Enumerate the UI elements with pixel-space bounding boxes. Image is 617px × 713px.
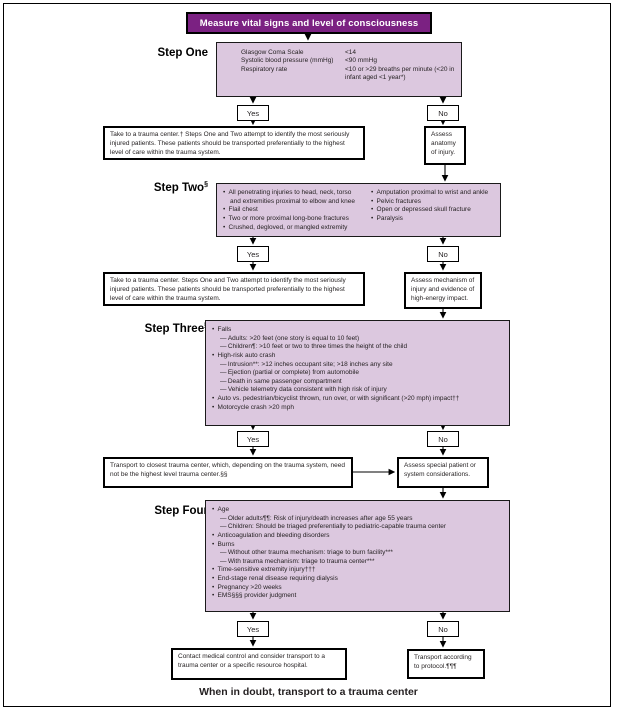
page-border [3,3,611,707]
criterion-value: <14 [345,49,357,56]
criteria-item: Death in same passenger compartment [220,378,503,387]
criteria-item: Vehicle telemetry data consistent with h… [220,386,503,395]
step-two-yes-box: Yes [237,246,269,262]
criteria-item: EMS§§§ provider judgment [212,592,503,601]
criterion-name: Glasgow Coma Scale [241,49,304,56]
step-one-yes-box: Yes [237,105,269,121]
criteria-item: End-stage renal disease requiring dialys… [212,575,503,584]
step-one-label: Step One [55,46,208,59]
step-one-yes-outcome: Take to a trauma center.† Steps One and … [103,126,365,160]
step-three-no-outcome: Assess special patient or system conside… [397,457,489,488]
criteria-item: Amputation proximal to wrist and ankle [371,189,496,198]
step-four-label: Step Four [55,504,208,517]
criteria-item: With trauma mechanism: triage to trauma … [220,558,503,567]
criteria-item: Pregnancy >20 weeks [212,584,503,593]
criteria-item: Children¶: >10 feet or two to three time… [220,343,503,352]
step-four-no-outcome: Transport according to protocol.¶¶¶ [407,649,485,679]
criteria-item: Two or more proximal long-bone fractures [223,215,363,224]
step-three-criteria-box: Falls Adults: >20 feet (one story is equ… [205,320,510,426]
criterion-name: Respiratory rate [241,65,288,73]
criteria-item: Anticoagulation and bleeding disorders [212,532,503,541]
step-two-label-text: Step Two [153,181,205,194]
criteria-item: Older adults¶¶: Risk of injury/death inc… [220,515,503,524]
criteria-item: Crushed, degloved, or mangled extremity [223,224,363,233]
step-two-label: Step Two§ [55,181,208,194]
criteria-item: Burns [212,541,503,550]
criteria-item: Intrusion**: >12 inches occupant site; >… [220,361,503,370]
criteria-item: High-risk auto crash [212,352,503,361]
criterion-name: Systolic blood pressure (mmHg) [241,57,334,65]
criteria-item: Auto vs. pedestrian/bicyclist thrown, ru… [212,395,503,404]
footer-note: When in doubt, transport to a trauma cen… [199,686,418,698]
criteria-item: Open or depressed skull fracture [371,206,496,215]
step-two-no-box: No [427,246,459,262]
step-two-footnote-mark: § [204,181,208,188]
title-banner: Measure vital signs and level of conscio… [186,12,432,34]
step-three-label-text: Step Three [144,322,205,335]
step-one-criteria-box: Glasgow Coma Scale <14 Systolic blood pr… [216,42,462,97]
step-three-yes-outcome: Transport to closest trauma center, whic… [103,457,353,488]
step-three-no-box: No [427,431,459,447]
step-two-criteria-box: All penetrating injuries to head, neck, … [216,183,501,237]
criteria-item: Flail chest [223,206,363,215]
step-two-right-column: Amputation proximal to wrist and ankle P… [363,189,496,232]
step-four-yes-box: Yes [237,621,269,637]
step-four-no-box: No [427,621,459,637]
criteria-item: Pelvic fractures [371,198,496,207]
step-four-criteria-box: Age Older adults¶¶: Risk of injury/death… [205,500,510,612]
criteria-item: Paralysis [371,215,496,224]
criterion-value: <10 or >29 breaths per minute (<20 in in… [345,65,455,82]
criteria-item: Falls [212,326,503,335]
step-two-left-column: All penetrating injuries to head, neck, … [223,189,363,232]
criteria-item: Time-sensitive extremity injury††† [212,566,503,575]
step-one-no-box: No [427,105,459,121]
criteria-item: Without other trauma mechanism: triage t… [220,549,503,558]
step-one-no-outcome: Assess anatomy of injury. [424,126,466,165]
step-four-label-text: Step Four [154,504,208,517]
criteria-item: Children: Should be triaged preferential… [220,523,503,532]
step-one-criteria-table: Glasgow Coma Scale <14 Systolic blood pr… [217,43,461,83]
step-three-label: Step Three§ [55,322,208,335]
criteria-item: All penetrating injuries to head, neck, … [223,189,363,206]
step-two-yes-outcome: Take to a trauma center. Steps One and T… [103,272,365,306]
step-four-yes-outcome: Contact medical control and consider tra… [171,648,347,680]
criteria-item: Ejection (partial or complete) from auto… [220,369,503,378]
criterion-value: <90 mmHg [345,57,377,65]
step-one-label-text: Step One [157,46,208,59]
step-two-no-outcome: Assess mechanism of injury and evidence … [404,272,482,309]
criteria-item: Adults: >20 feet (one story is equal to … [220,335,503,344]
criteria-item: Motorcycle crash >20 mph [212,404,503,413]
step-three-yes-box: Yes [237,431,269,447]
criteria-item: Age [212,506,503,515]
